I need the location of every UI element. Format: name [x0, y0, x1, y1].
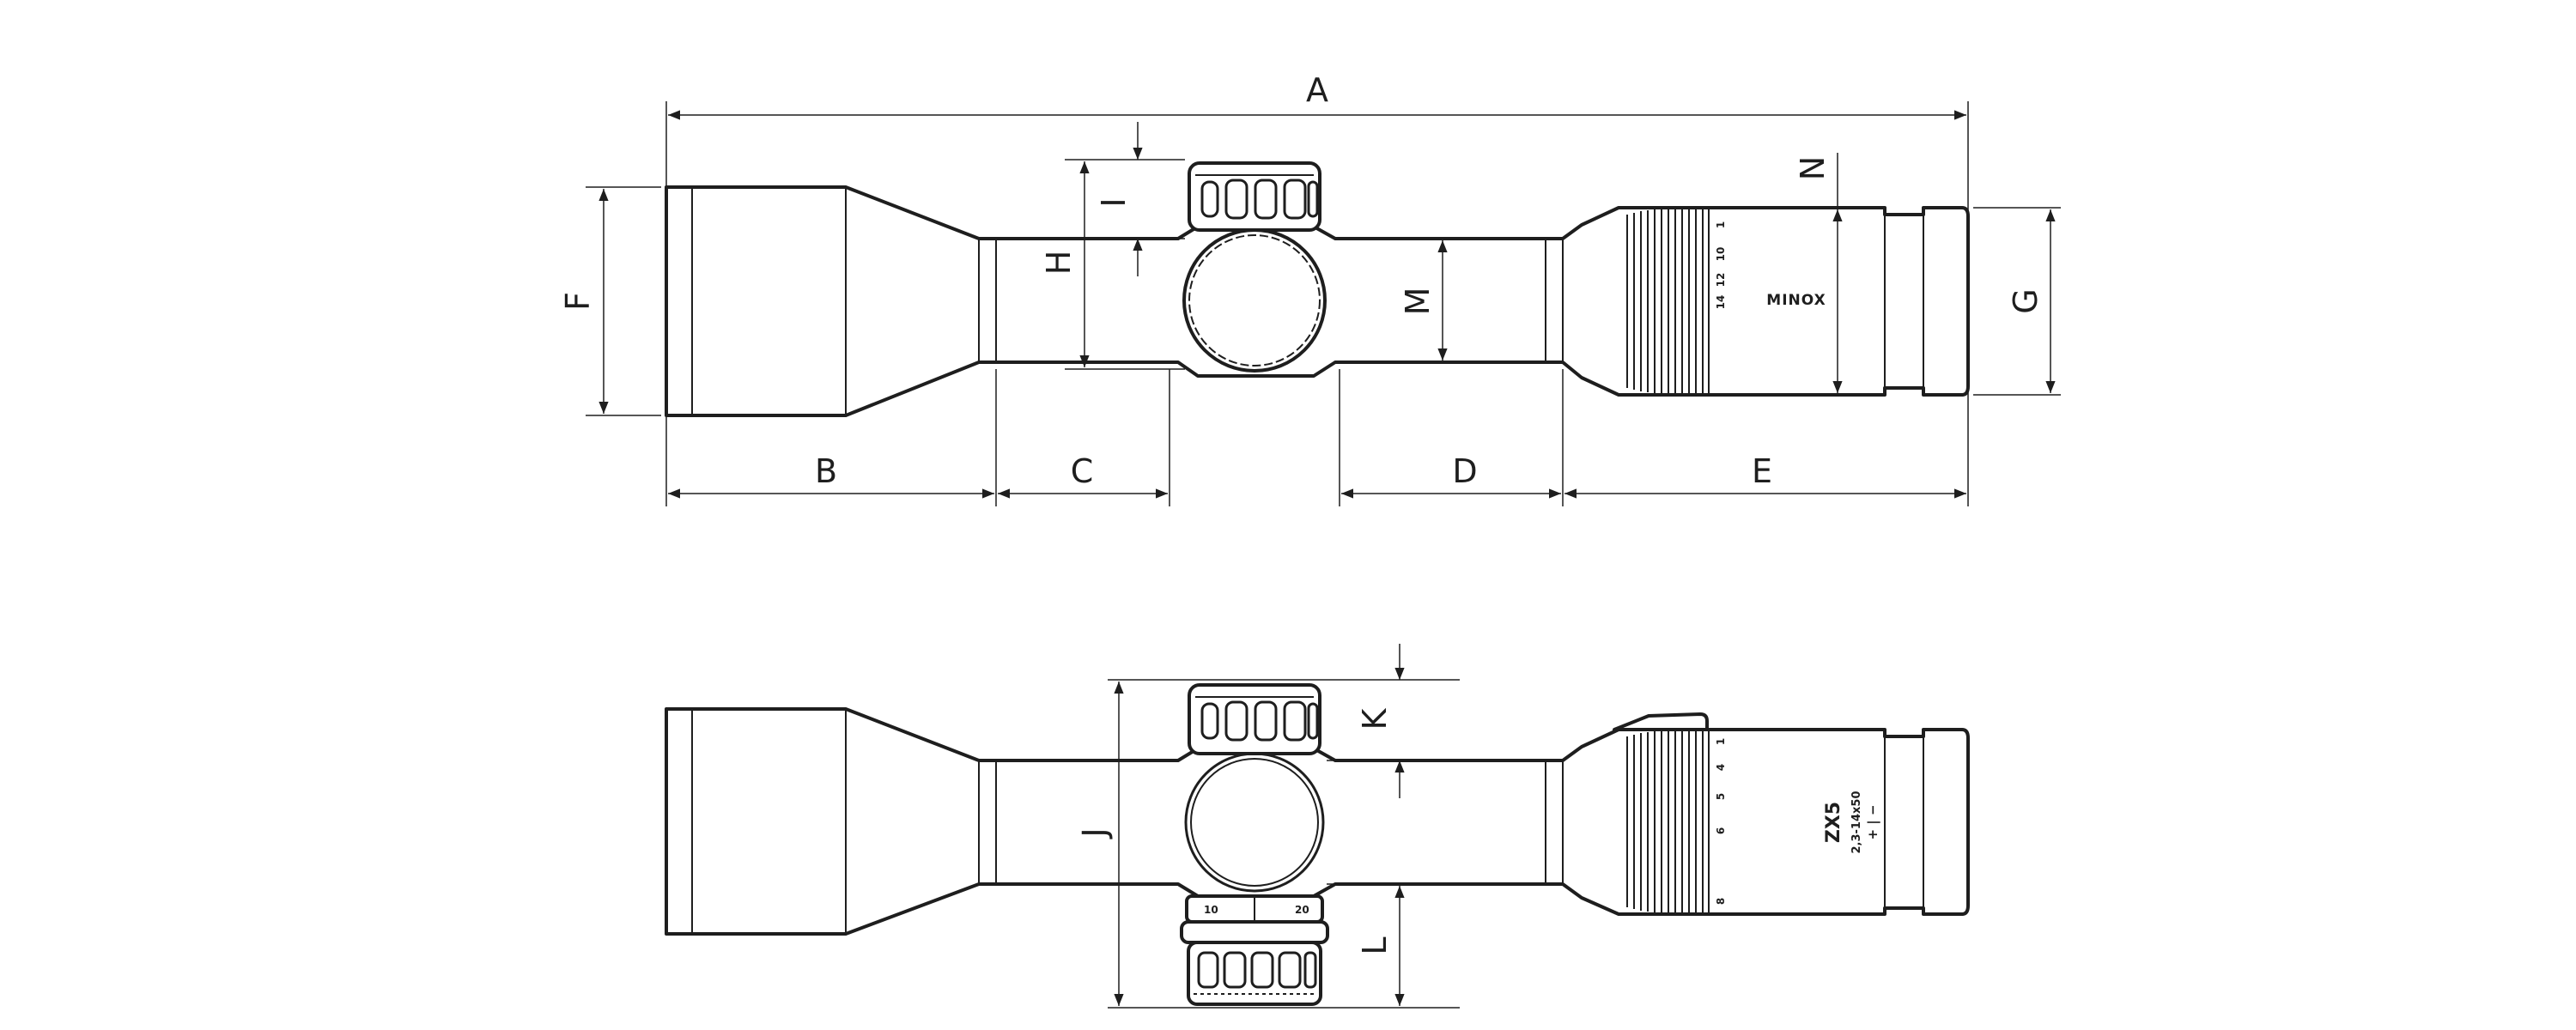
- dim-label-f: F: [559, 292, 597, 311]
- side-adjust-marks: + | −: [1865, 804, 1881, 839]
- dim-label-h: H: [1040, 251, 1078, 276]
- dim-label-l: L: [1356, 936, 1394, 954]
- dim-label-d: D: [1452, 452, 1477, 490]
- top-zoom-mark-2: 12: [1715, 273, 1727, 288]
- dim-label-e: E: [1752, 452, 1772, 490]
- top-dimensions: A B C D E F G H I M N: [559, 71, 2061, 506]
- side-view: 10 20 8: [665, 683, 1970, 1006]
- side-elevation-turret: [1188, 683, 1321, 755]
- side-zoom-mark-5: 1: [1715, 738, 1727, 745]
- turret-mark-right: 20: [1295, 904, 1309, 916]
- dim-label-n: N: [1794, 156, 1832, 180]
- dim-label-j: J: [1076, 827, 1114, 839]
- dim-label-i: I: [1095, 197, 1133, 207]
- side-spec-label: 2,3-14x50: [1850, 791, 1863, 854]
- side-windage-turret: [1184, 752, 1325, 893]
- top-elevation-turret: [1188, 161, 1321, 232]
- dim-label-c: C: [1071, 452, 1094, 490]
- top-zoom-ring-knurl: [1626, 209, 1704, 393]
- side-zoom-mark-1: 8: [1715, 898, 1727, 905]
- top-zoom-mark-4: 1: [1715, 221, 1727, 228]
- dim-label-m: M: [1399, 288, 1437, 316]
- side-model-label: ZX5: [1823, 802, 1844, 843]
- top-view: 14 12 10 1 MINOX: [665, 161, 1970, 417]
- side-zoom-ring-knurl: [1626, 731, 1704, 912]
- top-zoom-mark-3: 10: [1715, 247, 1727, 262]
- side-dimensions: J K L: [1076, 644, 1460, 1009]
- top-windage-turret: [1182, 228, 1327, 373]
- dim-label-k: K: [1356, 707, 1394, 730]
- top-brand-logo: MINOX: [1766, 292, 1826, 309]
- side-zoom-mark-3: 5: [1715, 793, 1727, 800]
- side-bottom-turret: 10 20: [1180, 894, 1329, 1006]
- turret-mark-left: 10: [1204, 904, 1218, 916]
- side-illumination-bump: [1613, 712, 1709, 731]
- top-zoom-mark-1: 14: [1715, 295, 1727, 310]
- dim-label-b: B: [815, 452, 837, 490]
- dim-label-a: A: [1306, 71, 1328, 109]
- side-zoom-mark-2: 6: [1715, 827, 1727, 834]
- dim-label-g: G: [2007, 288, 2044, 313]
- side-zoom-mark-4: 4: [1715, 764, 1727, 771]
